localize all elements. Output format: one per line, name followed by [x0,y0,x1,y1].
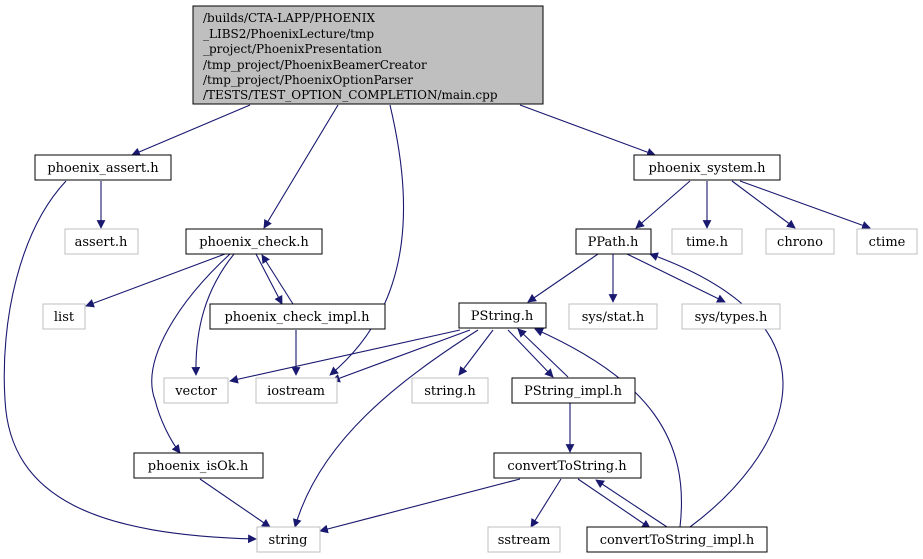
edge-pstring-to-stringh [458,329,494,376]
node-label: time.h [686,235,729,250]
node-phoenix-system[interactable]: phoenix_system.h [633,154,781,181]
node-label: sys/stat.h [582,310,645,325]
edge-converttostring-impl-to-ppath [649,252,784,528]
node-chrono: chrono [765,228,835,255]
edge-pstring-impl-to-pstring [517,328,569,378]
node-sys-stat: sys/stat.h [568,303,658,330]
edge-main-to-phoenix-system [519,104,656,157]
edge-pstring-to-vector [229,329,461,384]
edge-isok-to-string [199,478,271,528]
node-label: PString_impl.h [524,384,623,399]
node-label: phoenix_check_impl.h [224,310,370,325]
edge-ppath-to-pstring [527,253,599,303]
node-label: phoenix_isOk.h [148,459,249,474]
node-assert: assert.h [64,228,139,255]
edge-system-to-ppath [635,180,691,229]
root-line-6: /TESTS/TEST_OPTION_COMPLETION/main.cpp [203,88,498,102]
node-time: time.h [671,228,743,255]
edge-ppath-to-systypes [626,253,726,303]
edge-pstring-to-string [292,329,479,528]
edges [3,104,871,544]
node-sys-types: sys/types.h [681,303,781,330]
node-label: vector [174,384,217,399]
edge-phoenix-assert-to-string [3,180,257,544]
node-label: list [54,310,75,325]
node-phoenix-isok[interactable]: phoenix_isOk.h [133,452,264,479]
node-label: phoenix_system.h [648,161,766,176]
node-label: PString.h [471,309,534,324]
edge-phoenix-check-to-list [85,253,226,308]
edge-main-to-phoenix-assert [131,104,251,156]
node-converttostring[interactable]: convertToString.h [493,452,642,479]
node-label: convertToString.h [507,459,627,474]
edge-converttostring-to-sstream [530,478,562,528]
root-node-main-cpp: /builds/CTA-LAPP/PHOENIX _LIBS2/PhoenixL… [192,5,544,105]
edge-phoenix-check-to-check-impl [255,253,283,305]
node-list: list [42,303,86,330]
edge-converttostring-impl-to-pstring [534,328,682,528]
edge-pstring-to-pstring-impl [507,329,554,378]
node-label: string [269,533,308,548]
root-line-1: /builds/CTA-LAPP/PHOENIX [203,11,375,25]
edge-check-impl-to-phoenix-check [261,254,294,305]
node-label: convertToString_impl.h [600,533,755,548]
edge-system-to-ctime [739,180,871,230]
node-vector: vector [163,377,229,404]
node-iostream: iostream [255,377,338,404]
edge-main-to-phoenix-check [263,104,339,229]
edge-phoenix-check-to-vector [191,253,235,376]
node-label: string.h [424,384,476,399]
node-phoenix-assert[interactable]: phoenix_assert.h [34,154,172,181]
node-label: PPath.h [588,235,639,250]
edge-main-to-iostream [329,104,405,376]
edge-phoenix-check-to-isok [151,253,231,454]
root-line-5: /tmp_project/PhoenixOptionParser [203,73,413,87]
edge-converttostring-to-impl [577,478,651,529]
node-ppath[interactable]: PPath.h [575,228,652,255]
root-line-4: /tmp_project/PhoenixBeamerCreator [203,58,427,72]
node-ctime: ctime [856,228,918,255]
node-label: phoenix_check.h [199,235,309,250]
edge-impl-to-converttostring [595,479,668,528]
node-label: sys/types.h [695,310,768,325]
edge-system-to-chrono [731,180,796,229]
node-label: assert.h [75,235,128,250]
root-line-3: _project/PhoenixPresentation [203,42,382,56]
node-pstring-impl[interactable]: PString_impl.h [511,377,636,404]
edge-pstring-to-iostream [331,329,471,383]
edge-converttostring-to-string [319,478,521,534]
node-sstream: sstream [487,526,561,553]
root-line-2: _LIBS2/PhoenixLecture/tmp [203,27,374,41]
node-phoenix-check[interactable]: phoenix_check.h [185,228,323,255]
node-label: iostream [267,384,325,399]
node-label: ctime [869,235,906,250]
node-label: sstream [498,533,551,548]
node-pstring[interactable]: PString.h [458,302,547,329]
node-label: phoenix_assert.h [47,161,159,176]
node-string: string [256,526,321,553]
node-string-h: string.h [411,377,489,404]
node-converttostring-impl[interactable]: convertToString_impl.h [586,526,768,553]
node-phoenix-check-impl[interactable]: phoenix_check_impl.h [209,303,386,330]
node-label: chrono [777,235,823,250]
